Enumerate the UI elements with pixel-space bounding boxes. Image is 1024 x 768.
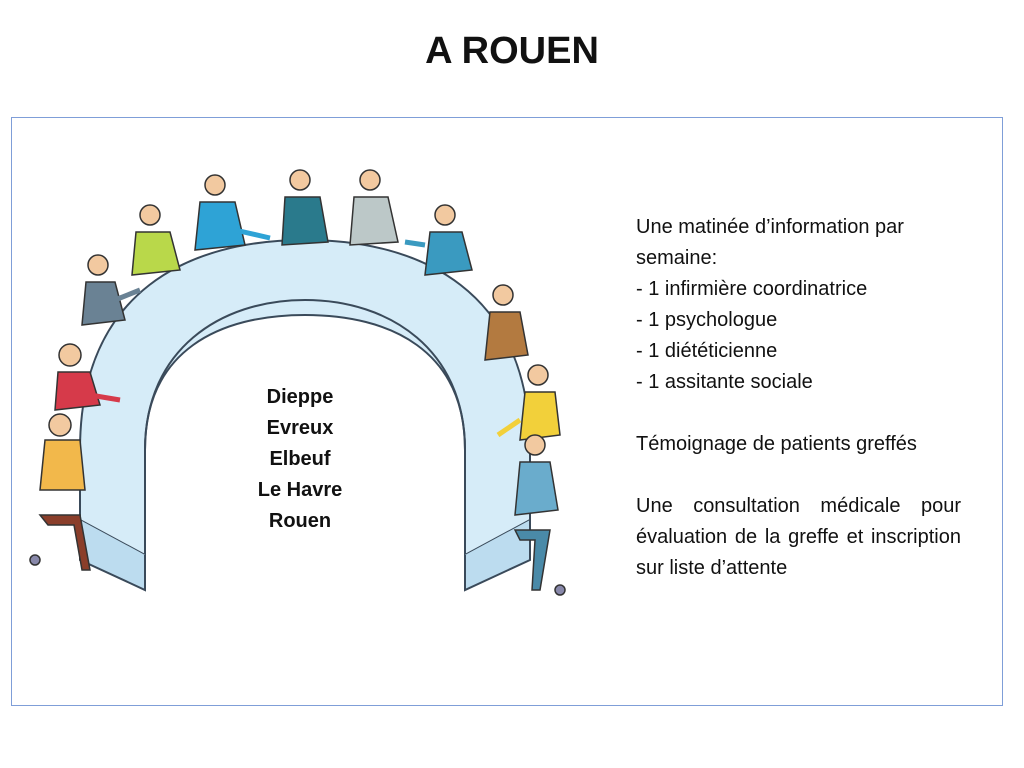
intro-line: semaine: — [636, 247, 718, 269]
person-8 — [404, 204, 473, 276]
city-item: Rouen — [268, 510, 332, 532]
person-1 — [29, 413, 91, 571]
table-inner-edge — [144, 298, 466, 451]
slide-title: A ROUEN — [425, 30, 599, 72]
staff-item: - 1 psychologue — [636, 309, 778, 331]
testimony-text: Témoignage de patients greffés — [636, 433, 917, 455]
staff-item: - 1 assitante sociale — [636, 371, 813, 393]
info-panel: Une matinée d’information par semaine: -… — [636, 212, 961, 584]
staff-item: - 1 infirmière coordinatrice — [636, 278, 868, 300]
person-5 — [194, 174, 271, 251]
person-4 — [131, 204, 181, 276]
person-7 — [349, 169, 399, 246]
meeting-table-illustration — [29, 169, 566, 596]
person-9 — [484, 284, 529, 361]
person-6 — [281, 169, 329, 246]
city-item: Le Havre — [257, 479, 343, 501]
city-item: Dieppe — [266, 386, 334, 408]
intro-line: Une matinée d’information par — [636, 216, 904, 238]
staff-item: - 1 diététicienne — [636, 340, 778, 362]
person-11 — [513, 434, 566, 596]
consultation-text: Une consultation médicale pour évaluatio… — [636, 495, 961, 579]
person-2 — [54, 343, 121, 411]
city-item: Elbeuf — [269, 448, 331, 470]
city-list: Dieppe Evreux Elbeuf Le Havre Rouen — [230, 382, 370, 537]
person-10 — [496, 364, 561, 441]
person-3 — [81, 254, 141, 326]
city-item: Evreux — [266, 417, 334, 439]
